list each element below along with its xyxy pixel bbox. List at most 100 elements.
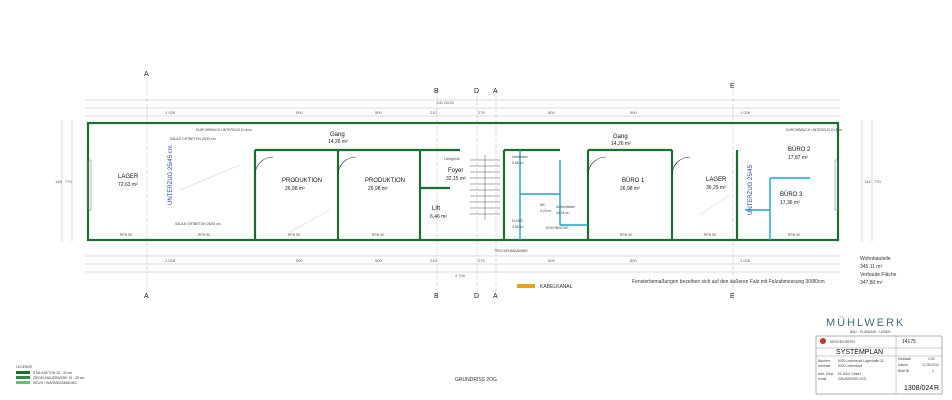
- rph-label-5: RPH 90: [620, 233, 632, 237]
- saule-label-top: SÄULE ORTBETON 25/25 cm: [170, 137, 216, 141]
- plan-type: SYSTEMPLAN: [836, 349, 883, 356]
- room-aussenflaeche-area: 16,01 m²: [556, 211, 570, 215]
- lichtgroesse-label: Lichtgröße: [444, 157, 460, 161]
- room-foyer-name: Foyer: [448, 168, 463, 174]
- section-e-bottom: E: [730, 293, 735, 300]
- tb-row-3-key: Inhalt: [818, 377, 826, 381]
- side-dimension-lines: 148 770 148 770: [55, 120, 881, 242]
- room-produktion-2-name: PRODUKTION: [365, 178, 405, 184]
- bottom-dimension-lines: 1 028 1 028 4 700 500 500 210 275 500 50…: [85, 255, 840, 278]
- verbaute-area: 347,80 m²: [860, 280, 883, 286]
- dim-b-500-d: 500: [630, 258, 637, 263]
- legend-item-1: STAHLBETON 25 - 30 cm: [33, 371, 72, 375]
- durchbruch-label-right: DURCHBRUCH UNTERZUG D=4cm: [786, 128, 842, 132]
- room-wc-area: 3,23 m²: [540, 209, 552, 213]
- legend-swatch-2: [16, 376, 30, 379]
- room-produktion-2-area: 26,98 m²: [368, 186, 388, 192]
- area-notes: Fensterbemaßungen bezeihen sich auf den …: [632, 256, 897, 286]
- logo-subline: BAU · PLANUNG · LEBEN: [850, 330, 891, 334]
- legend-title: LEGENDE: [16, 365, 33, 369]
- rph-label-1: RPH 90: [120, 233, 132, 237]
- dd-label: DD 20/20: [437, 100, 455, 105]
- dim-275: 275: [478, 110, 485, 115]
- revision: R: [934, 385, 939, 392]
- room-umkleiden-name: Umkleiden: [512, 155, 528, 159]
- unterzug-right-label: UNTERZUG 25/45: [748, 164, 754, 215]
- room-foyer-area: 32,15 m²: [446, 176, 466, 182]
- door-swings: [179, 156, 731, 233]
- room-lager-left-name: LAGER: [118, 174, 139, 180]
- tb-row-0-key: Bauherr: [818, 359, 831, 363]
- tb-row-0-val: 5020 Lebenshof Lagerhalle 32: [838, 359, 884, 363]
- title-block: MÜHLWERK BAU · PLANUNG · LEBEN KIRCHDORF…: [815, 317, 943, 395]
- dim-b-500-a: 500: [296, 258, 303, 263]
- windows: [87, 159, 839, 211]
- left-dim-148: 148: [55, 179, 62, 184]
- room-aussenflaeche-name: Außenfläche: [556, 205, 575, 209]
- room-buero3-name: BÜRO 3: [780, 191, 803, 198]
- rph-label-2: RPH 90: [198, 233, 210, 237]
- durchbruch-label-left: DURCHBRUCH UNTERZUG D=4cm: [196, 128, 252, 132]
- company-name: KIRCHDORFER: [830, 340, 855, 344]
- room-lager-left-area: 72,63 m²: [118, 182, 138, 188]
- tb-meta-2-key: Blatt Nr.: [898, 369, 910, 373]
- section-a-top: A: [144, 71, 149, 78]
- section-b-top: B: [434, 88, 439, 95]
- legend-item-2: ZIEGELMAUERWERK 15 - 25 cm: [33, 376, 85, 380]
- room-buero1-area: 26,98 m²: [620, 186, 640, 192]
- left-wing-dim-top: 1 028: [165, 110, 176, 115]
- dim-b-210: 210: [430, 258, 437, 263]
- right-dim-770: 770: [874, 179, 881, 184]
- section-d-bottom: D: [474, 293, 479, 300]
- room-lager-right-area: 36,29 m²: [706, 185, 726, 191]
- kabelkanal-swatch: [517, 284, 535, 288]
- left-wing-dim-bottom: 1 028: [165, 258, 176, 263]
- section-markers: A A B B D D A A E E: [144, 71, 735, 300]
- section-b-bottom: B: [434, 293, 439, 300]
- tb-meta-0-val: 1:50: [928, 357, 935, 361]
- annotations: UNTERZUG 25/45 cm UNTERZUG 25/45 SÄULE O…: [120, 128, 842, 253]
- legend-swatch-3: [16, 381, 30, 384]
- room-wc-name: WC: [540, 203, 546, 207]
- kabelkanal-legend: KABELKANAL: [517, 284, 573, 290]
- tb-meta-1-val: 12.08.2024: [922, 363, 939, 367]
- rph-label-4: RPH 90: [372, 233, 384, 237]
- room-duwc-name: DU/WC: [512, 219, 524, 223]
- dim-500-b: 500: [375, 110, 382, 115]
- tb-meta-2-val: 1: [932, 369, 934, 373]
- trockenbauwand-label: TROCKENBAUWAND: [494, 249, 528, 253]
- company-logo-icon: [820, 338, 826, 344]
- room-buero1-name: BÜRO 1: [622, 177, 645, 184]
- top-dimension-lines: 1 028 1 028 500 500 210 275 500 500 DD 2…: [85, 99, 840, 117]
- room-buero2-area: 17,87 m²: [788, 155, 808, 161]
- wohnbauteile-area: 345,11 m²: [860, 264, 882, 270]
- legend: LEGENDE STAHLBETON 25 - 30 cm ZIEGELMAUE…: [16, 365, 85, 385]
- tb-meta-1-key: Datum: [898, 363, 908, 367]
- left-dim-770: 770: [65, 179, 72, 184]
- tb-row-3-val: GRUNDRISS 2OG: [838, 377, 867, 381]
- dim-b-275: 275: [478, 258, 485, 263]
- section-a-bottom: A: [144, 293, 149, 300]
- fenster-note: Fensterbemaßungen bezeihen sich auf den …: [632, 279, 825, 285]
- legend-swatch-1: [16, 371, 30, 374]
- rph-label-7: RPH 90: [788, 233, 800, 237]
- rph-label-3: RPH 90: [288, 233, 300, 237]
- rph-label-6: RPH 90: [704, 233, 716, 237]
- wohnbauteile-label: Wohnbauteile: [860, 256, 891, 262]
- right-wing-dim-bottom: 1 028: [740, 258, 751, 263]
- total-width-dim: 4 700: [455, 273, 466, 278]
- section-e-top: E: [730, 83, 735, 90]
- section-a2-top: A: [493, 88, 498, 95]
- dim-500-d: 500: [630, 110, 637, 115]
- staircase: [470, 155, 500, 220]
- plan-title: GRUNDRISS 2OG: [455, 377, 497, 383]
- dim-500-a: 500: [296, 110, 303, 115]
- room-gang-right-area: 14,26 m²: [611, 141, 631, 147]
- right-wing-dim-top: 1 028: [740, 110, 751, 115]
- tb-row-2-key: Aufr. Gest.: [818, 372, 834, 376]
- section-a2-bottom: A: [493, 293, 498, 300]
- accent-walls: [519, 150, 810, 240]
- room-buero3-area: 17,36 m²: [780, 200, 800, 206]
- dim-500-c: 500: [548, 110, 555, 115]
- room-produktion-1-name: PRODUKTION: [282, 178, 322, 184]
